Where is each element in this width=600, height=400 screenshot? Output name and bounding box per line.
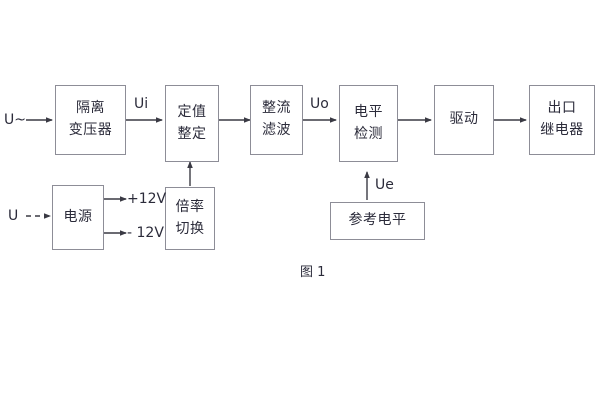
supply-rail-positive-label: +12V [127, 191, 167, 207]
block-drive[interactable]: 驱动 [434, 85, 494, 155]
block-output-relay-line-1: 出口 [547, 100, 577, 117]
block-power-supply[interactable]: 电源 [52, 185, 104, 250]
block-rectify-filter-line-2: 滤波 [262, 122, 291, 138]
block-multiplier-switch[interactable]: 倍率 切换 [165, 187, 215, 250]
block-setting-value-line-1: 定值 [177, 103, 207, 120]
signal-label-uo: Uo [310, 96, 329, 112]
block-multiplier-switch-line-2: 切换 [175, 220, 205, 237]
ac-input-label: U~ [4, 112, 26, 128]
block-rectify-filter-line-1: 整流 [262, 100, 291, 117]
block-level-detection-line-2: 检测 [354, 125, 383, 142]
block-isolation-transformer-line-1: 隔离 [76, 100, 105, 117]
block-level-detection[interactable]: 电平 检测 [339, 85, 398, 162]
block-output-relay-line-2: 继电器 [540, 122, 584, 138]
signal-label-ui: Ui [134, 96, 149, 112]
figure-caption: 图 1 [300, 265, 326, 280]
block-reference-level[interactable]: 参考电平 [330, 202, 425, 240]
block-setting-value-line-2: 整定 [177, 125, 207, 142]
block-multiplier-switch-line-1: 倍率 [175, 198, 205, 215]
block-level-detection-line-1: 电平 [354, 103, 383, 120]
block-isolation-transformer-line-2: 变压器 [68, 122, 113, 138]
block-isolation-transformer[interactable]: 隔离 变压器 [55, 85, 126, 155]
block-power-supply-line-1: 电源 [63, 208, 93, 225]
block-drive-line-1: 驱动 [449, 111, 479, 128]
dc-input-label: U [8, 208, 19, 224]
block-reference-level-line-1: 参考电平 [348, 212, 407, 229]
block-output-relay[interactable]: 出口 继电器 [529, 85, 595, 155]
block-rectify-filter[interactable]: 整流 滤波 [250, 85, 303, 155]
supply-rail-negative-label: - 12V [127, 225, 164, 241]
block-setting-value[interactable]: 定值 整定 [165, 85, 219, 162]
signal-label-ue: Ue [375, 177, 394, 193]
